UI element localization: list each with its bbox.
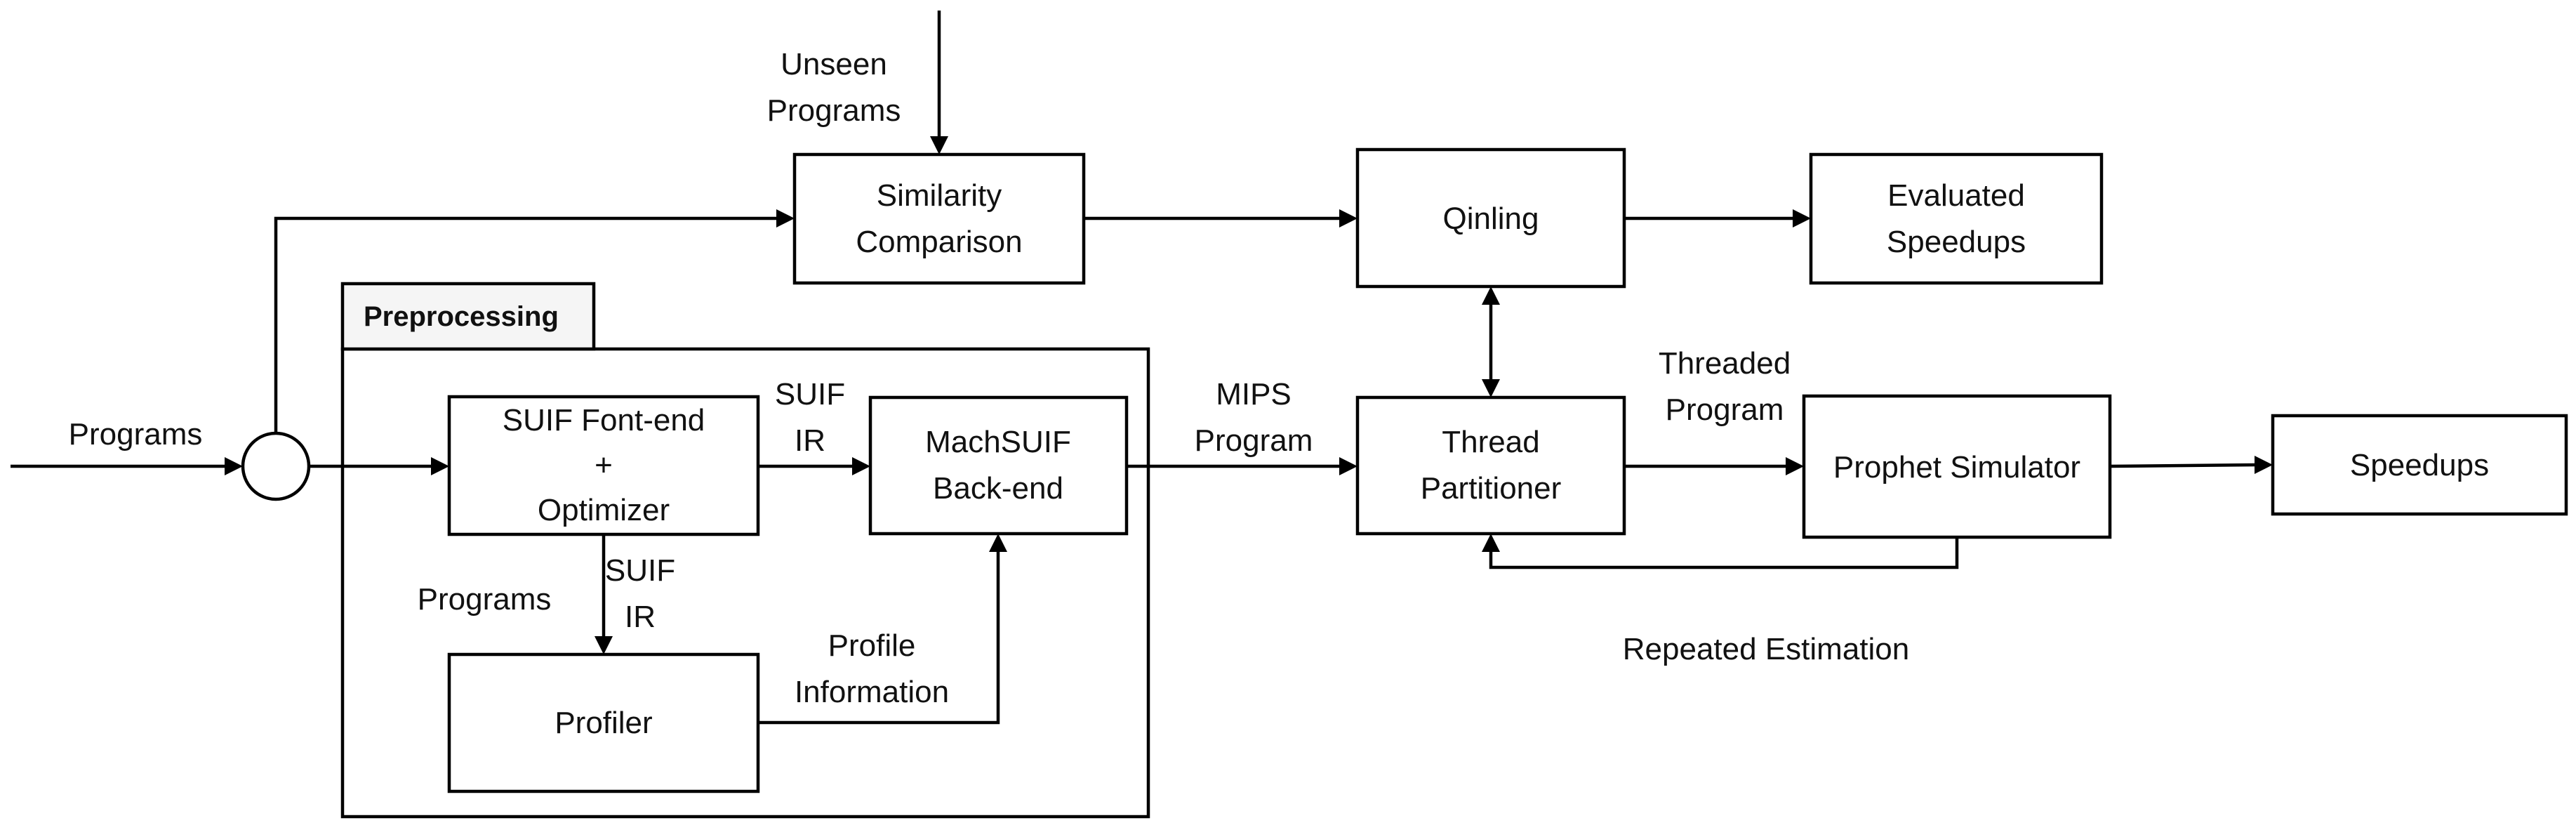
node-speedups: Speedups — [2271, 414, 2568, 516]
speedups-label: Speedups — [2350, 448, 2489, 482]
arrowhead-profiler — [595, 636, 613, 654]
arrowhead-partitioner — [1339, 457, 1357, 475]
suif-frontend-optimizer-label: SUIF Font-end+Optimizer — [503, 403, 705, 527]
junction-node — [241, 431, 311, 501]
edge-junction-to-similarity — [274, 216, 778, 433]
arrowhead-evaluated — [1793, 209, 1811, 228]
label-programs-input: Programs — [69, 417, 203, 452]
label-programs-side: Programs — [418, 582, 552, 617]
preprocessing-tab-label: Preprocessing — [364, 301, 559, 332]
arrowhead-similarity-top — [930, 136, 948, 154]
arrowhead-speedups — [2255, 456, 2273, 474]
edge-prophet-to-speedups — [2109, 463, 2257, 468]
label-repeated-estimation: Repeated Estimation — [1623, 632, 1909, 666]
arrowhead-partitioner-bottom — [1482, 534, 1500, 552]
arrowhead-junction — [225, 457, 243, 475]
arrowhead-machsuif — [852, 457, 870, 475]
qinling-label: Qinling — [1443, 202, 1539, 236]
node-profiler: Profiler — [447, 652, 760, 793]
preprocessing-tab — [340, 282, 596, 351]
node-prophet-simulator: Prophet Simulator — [1802, 394, 2112, 539]
node-suif-frontend-optimizer: SUIF Font-end+Optimizer — [447, 395, 760, 536]
profiler-label: Profiler — [555, 706, 652, 740]
arrowhead-prophet — [1786, 457, 1804, 475]
arrowhead-similarity-left — [776, 209, 795, 228]
arrowhead-qinling — [1339, 209, 1357, 228]
arrowhead-machsuif-bottom — [989, 534, 1007, 552]
edge-profiler-to-machsuif — [758, 551, 1000, 725]
arrowhead-suif — [431, 457, 449, 475]
node-qinling: Qinling — [1355, 147, 1626, 289]
edge-feedback-prophet-to-partitioner — [1489, 537, 1959, 569]
arrowhead-qinling-bottom — [1482, 286, 1500, 305]
prophet-simulator-label: Prophet Simulator — [1833, 450, 2080, 485]
arrowhead-partitioner-top — [1482, 379, 1500, 397]
edges — [11, 11, 2273, 725]
